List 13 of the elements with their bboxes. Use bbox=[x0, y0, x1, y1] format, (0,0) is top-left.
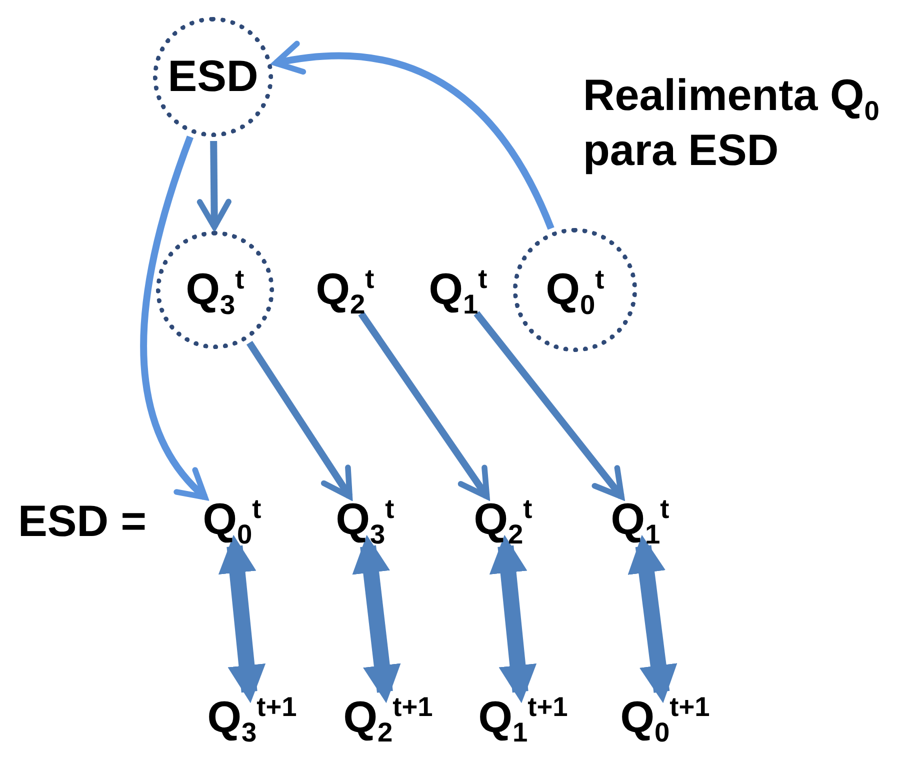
arrow bbox=[272, 42, 554, 230]
arrow bbox=[140, 136, 208, 500]
double-arrow bbox=[489, 534, 537, 704]
arrow bbox=[196, 140, 232, 230]
arrow bbox=[358, 312, 490, 500]
equation-label: ESD = bbox=[18, 496, 148, 548]
arrow bbox=[246, 340, 353, 500]
register-circle: ESD bbox=[153, 17, 273, 137]
double-arrow bbox=[218, 534, 266, 704]
arrow bbox=[474, 311, 624, 500]
feedback-note: Realimenta Q$_{0}$ para ESD bbox=[583, 70, 880, 177]
double-arrow bbox=[628, 534, 678, 704]
double-arrow bbox=[352, 534, 401, 704]
